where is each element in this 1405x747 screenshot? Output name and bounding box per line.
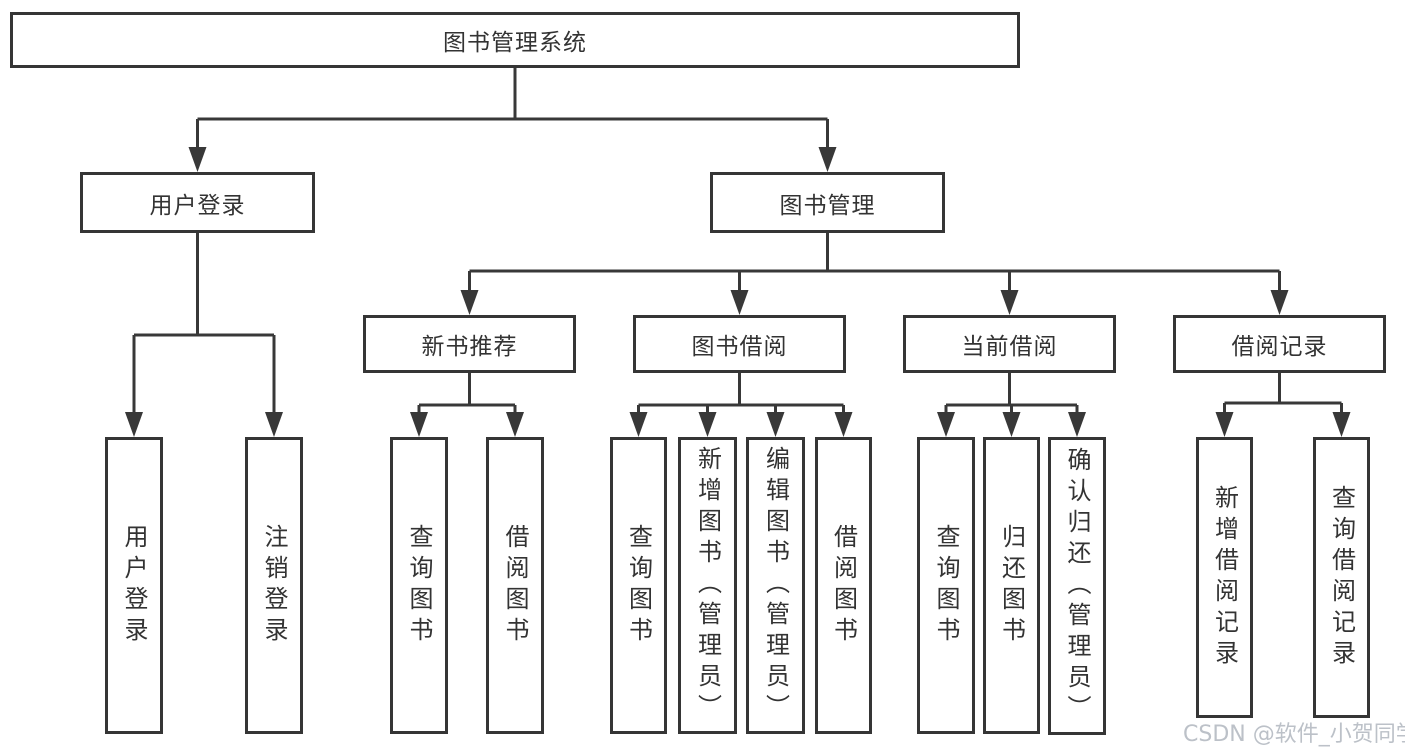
leaf-logout: 注销登录 [245, 437, 303, 734]
leaf-borrow-books-borrow: 借阅图书 [815, 437, 872, 734]
node-current-borrow: 当前借阅 [903, 315, 1116, 373]
arrowhead [265, 412, 283, 437]
arrowhead [766, 412, 785, 437]
arrowhead [629, 412, 648, 437]
arrowhead [818, 147, 837, 172]
leaf-query-books-borrow: 查询图书 [610, 437, 667, 734]
node-book-borrow: 图书借阅 [633, 315, 846, 373]
node-new-book-recommend: 新书推荐 [363, 315, 576, 373]
edge-book-borrow-to-children [637, 373, 845, 414]
leaf-user-login: 用户登录 [105, 437, 163, 734]
leaf-edit-book-admin: 编辑图书（管理员） [746, 437, 805, 734]
node-user-login: 用户登录 [80, 172, 315, 233]
arrowhead [460, 290, 479, 315]
arrowhead [188, 147, 207, 172]
leaf-borrow-books-recommend: 借阅图书 [486, 437, 544, 734]
node-borrow-records: 借阅记录 [1173, 315, 1386, 373]
arrowhead [834, 412, 853, 437]
edge-new-book-to-children [417, 373, 517, 414]
arrowhead [698, 412, 717, 437]
node-library-management-system: 图书管理系统 [10, 12, 1020, 68]
arrowhead [410, 412, 428, 437]
arrowhead [730, 290, 749, 315]
leaf-add-book-admin: 新增图书（管理员） [678, 437, 737, 734]
arrowhead [937, 412, 955, 437]
leaf-query-books-recommend: 查询图书 [390, 437, 448, 734]
leaf-query-books-current: 查询图书 [917, 437, 975, 734]
arrowhead [506, 412, 524, 437]
arrowhead [125, 412, 143, 437]
node-book-management: 图书管理 [710, 172, 945, 233]
arrowhead [1332, 412, 1351, 437]
arrowhead [1215, 412, 1234, 437]
leaf-query-borrow-record: 查询借阅记录 [1313, 437, 1370, 718]
csdn-watermark: CSDN @软件_小贺同学 [1183, 722, 1405, 747]
edge-user-login-to-children [132, 233, 276, 414]
edge-current-borrow-to-children [944, 373, 1079, 414]
edge-book-management-to-level3 [468, 233, 1281, 292]
arrowhead [1002, 412, 1021, 437]
edge-borrow-records-to-children [1223, 373, 1343, 414]
leaf-return-book: 归还图书 [983, 437, 1040, 734]
edge-root-to-level2 [196, 68, 829, 149]
leaf-add-borrow-record: 新增借阅记录 [1196, 437, 1253, 718]
arrowhead [1000, 290, 1019, 315]
leaf-confirm-return-admin: 确认归还（管理员） [1048, 437, 1106, 735]
arrowhead [1068, 412, 1086, 437]
arrowhead [1270, 290, 1289, 315]
